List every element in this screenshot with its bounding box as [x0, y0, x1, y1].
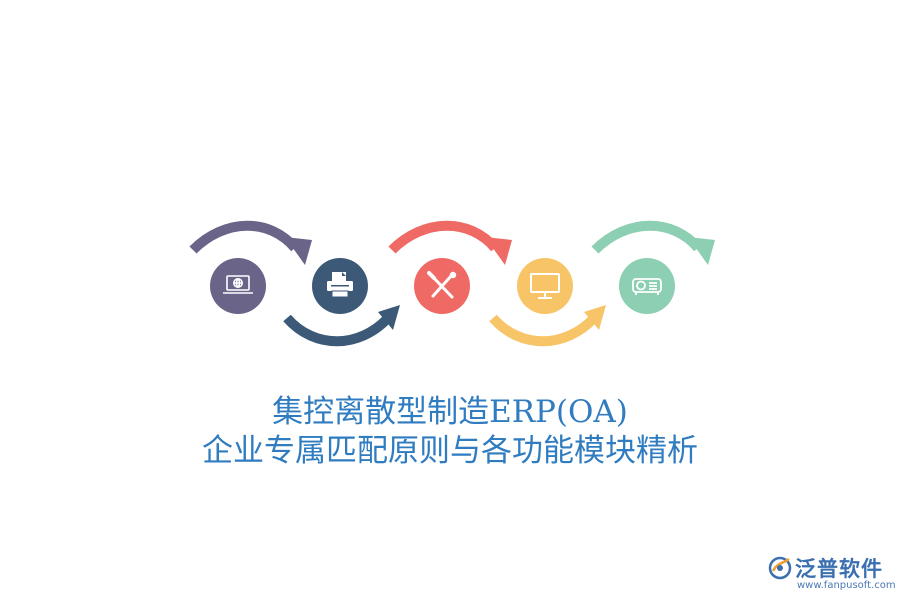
step-2-node [312, 258, 368, 314]
step-5-node [619, 258, 675, 314]
title-line-1: 集控离散型制造ERP(OA) [272, 394, 628, 430]
printer-icon [327, 272, 353, 298]
tools-icon [427, 271, 457, 299]
step-1-node [210, 258, 266, 314]
logo-url: www.fanpusoft.com [797, 580, 896, 591]
arrow-5 [591, 220, 702, 254]
projector-icon [632, 278, 662, 295]
flow-arrows [189, 220, 715, 347]
arrow-1-head [285, 237, 312, 265]
logo-name: 泛普软件 [795, 557, 883, 581]
arrow-2-head [378, 305, 400, 330]
arrow-4 [489, 314, 598, 347]
flow-nodes [210, 258, 675, 314]
brand-logo: 泛普软件 www.fanpusoft.com [767, 553, 897, 595]
monitor-icon [530, 273, 560, 299]
arrow-1 [189, 220, 299, 254]
process-flow-diagram [189, 220, 715, 347]
logo-mark-icon [768, 556, 792, 580]
arrow-3 [388, 220, 499, 254]
arrow-5-head [688, 237, 715, 265]
laptop-globe-icon [223, 275, 253, 294]
step-3-node [414, 258, 470, 314]
arrow-2 [283, 314, 392, 347]
arrow-3-head [485, 237, 512, 265]
title-line-2: 企业专属匹配原则与各功能模块精析 [202, 433, 698, 469]
step-4-node [517, 258, 573, 314]
arrow-4-head [584, 305, 606, 330]
